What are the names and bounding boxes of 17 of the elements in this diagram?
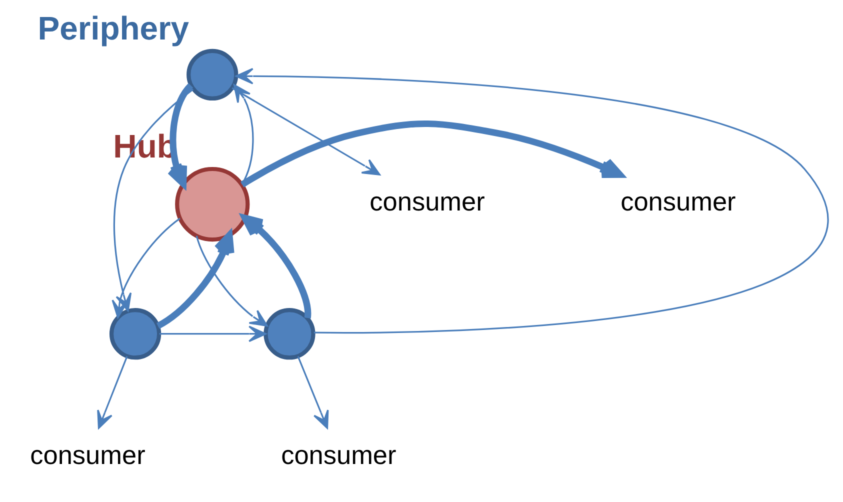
node-text: consumer: [30, 440, 145, 470]
node-circle: [174, 166, 250, 242]
arrow: [111, 218, 180, 318]
arrow: [296, 356, 328, 429]
arrow: [195, 236, 268, 327]
arrow: [158, 326, 266, 342]
node-circle: [186, 48, 238, 100]
node-circle: [108, 308, 161, 360]
arrow: [231, 87, 380, 176]
node-text: consumer: [369, 186, 484, 216]
node-label: Periphery: [37, 9, 189, 46]
arrow: [234, 68, 826, 334]
node-text: consumer: [620, 186, 736, 216]
arrow: [96, 356, 128, 429]
node-circle: [263, 308, 315, 360]
arrow: [241, 214, 311, 318]
node-text: consumer: [280, 440, 396, 470]
